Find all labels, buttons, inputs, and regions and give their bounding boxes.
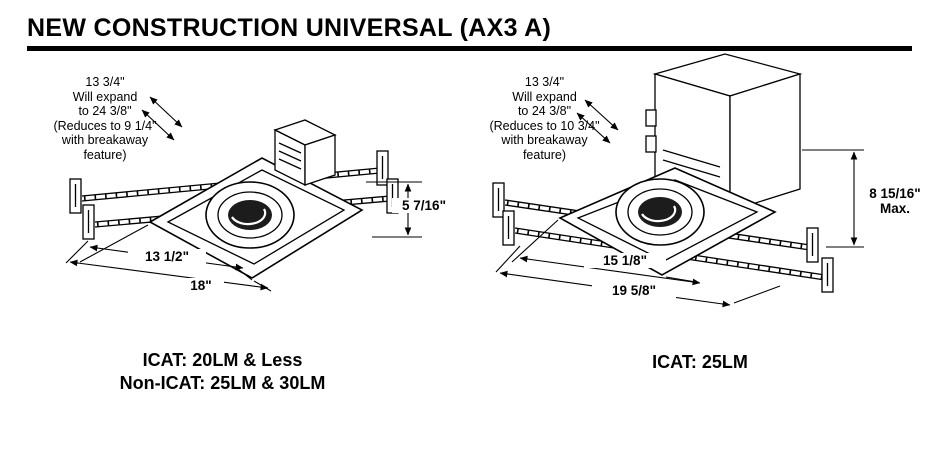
expand-arrows: [576, 99, 619, 144]
note-line: (Reduces to 10 3/4": [489, 118, 600, 133]
dim-qualifier: Max.: [879, 201, 910, 216]
note-line: (Reduces to 9 1/4": [53, 118, 157, 133]
left-outer-width-dim-label: 18": [178, 278, 224, 293]
left-expand-note: 13 3/4" Will expand to 24 3/8" (Reduces …: [25, 75, 185, 162]
mounting-feet: [492, 182, 834, 293]
right-outer-width-dim-label: 19 5/8": [592, 283, 676, 298]
right-height-dim-label: 8 15/16" Max.: [858, 186, 932, 216]
title-rule: [27, 46, 912, 51]
note-line: Will expand: [72, 89, 138, 104]
note-line: with breakaway: [61, 133, 149, 147]
left-housing-drawing: [65, 96, 422, 292]
right-caption: ICAT: 25LM: [555, 351, 845, 374]
junction-box: [273, 119, 337, 187]
caption-line: ICAT: 25LM: [652, 352, 748, 372]
reflector-aperture: [205, 181, 295, 249]
caption-line: ICAT: 20LM & Less: [142, 350, 303, 370]
note-line: 13 3/4": [85, 75, 125, 89]
caption-line: Non-ICAT: 25LM & 30LM: [119, 373, 326, 393]
note-line: to 24 3/8": [78, 104, 132, 118]
note-line: with breakaway: [501, 133, 588, 147]
page-title: NEW CONSTRUCTION UNIVERSAL (AX3 A): [27, 14, 552, 42]
left-caption: ICAT: 20LM & Less Non-ICAT: 25LM & 30LM: [45, 349, 400, 395]
left-inner-width-dim-label: 13 1/2": [128, 249, 206, 264]
note-line: to 24 3/8": [517, 104, 572, 118]
right-expand-note: 13 3/4" Will expand to 24 3/8" (Reduces …: [462, 75, 627, 162]
mounting-feet: [69, 150, 399, 240]
reflector-aperture: [615, 178, 705, 246]
expand-arrows: [141, 96, 183, 141]
note-line: feature): [83, 147, 127, 162]
height-dimension: [802, 149, 864, 248]
right-housing-drawing: [492, 53, 864, 308]
dim-value: 8 15/16": [869, 186, 921, 201]
note-line: 13 3/4": [524, 75, 565, 89]
right-inner-width-dim-label: 15 1/8": [584, 253, 666, 268]
note-line: Will expand: [512, 89, 577, 104]
left-height-dim-label: 5 7/16": [392, 198, 456, 213]
note-line: feature): [522, 147, 567, 162]
